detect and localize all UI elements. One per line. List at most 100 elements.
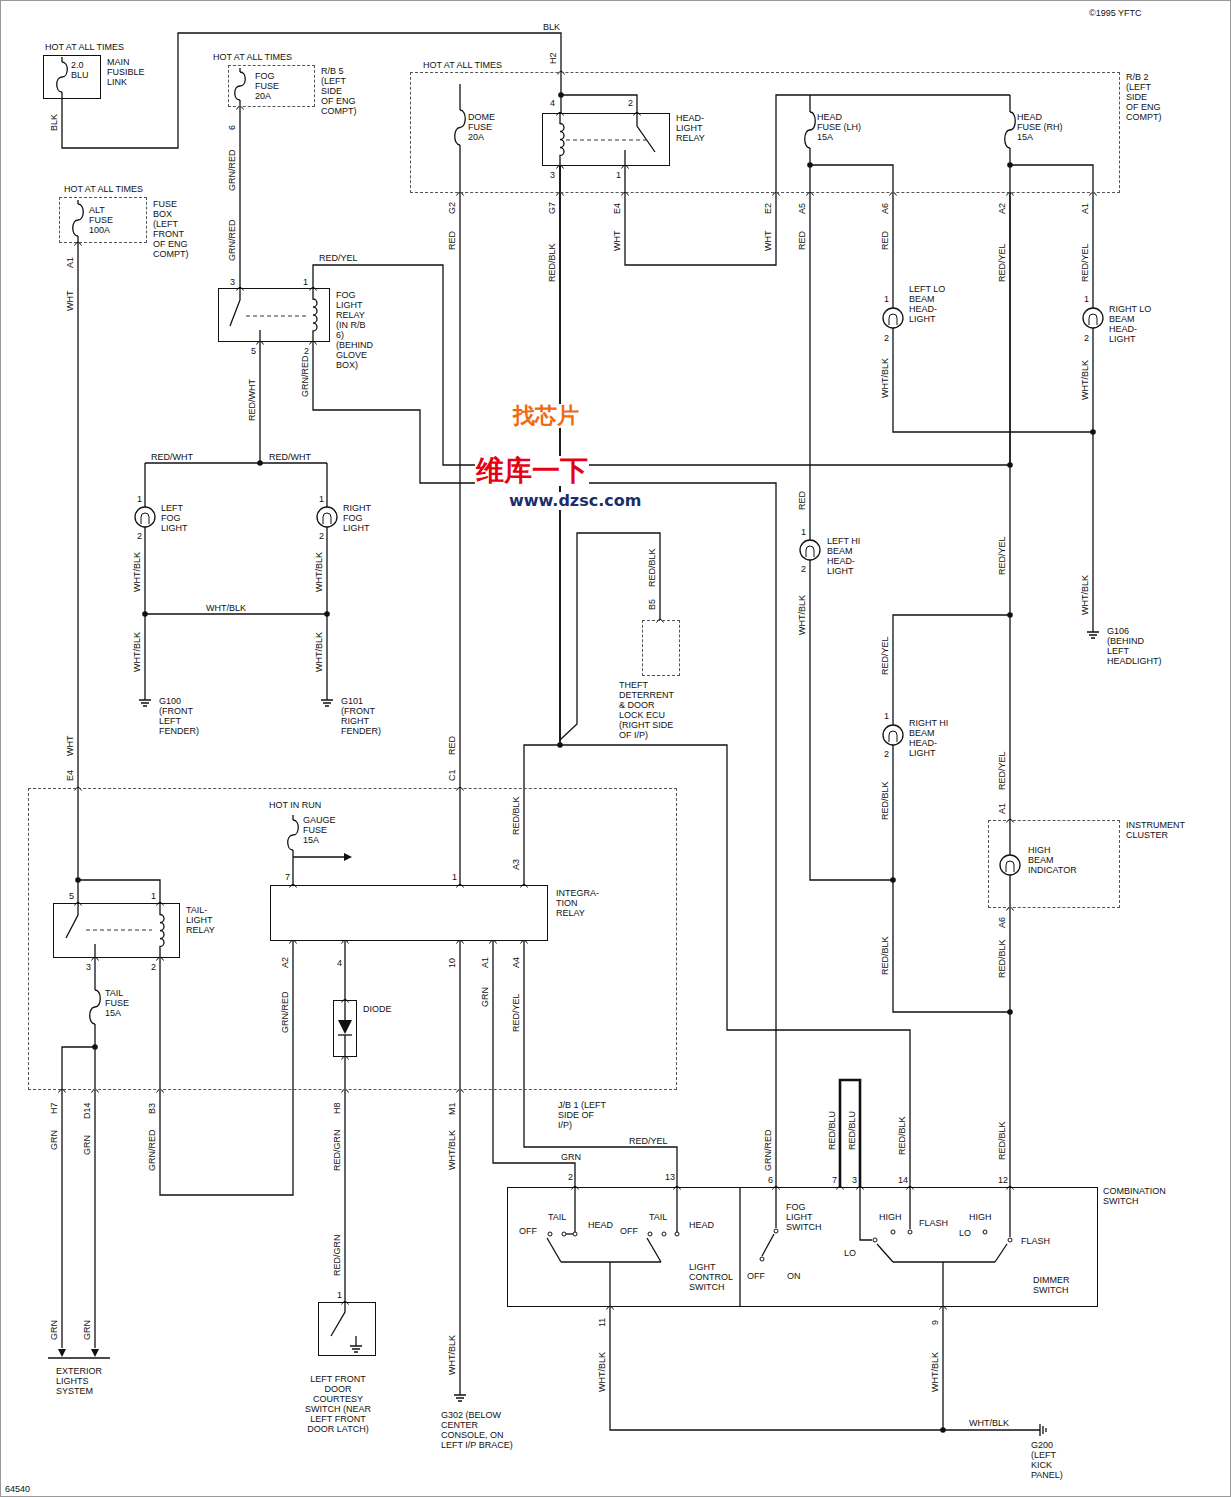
diagram-label: 5 [250,346,257,356]
wire-connector [313,193,1010,465]
diagram-label: A2 [997,201,1007,214]
node-label: LEFT FRONT DOOR COURTESY SWITCH (NEAR LE… [300,1374,376,1434]
diagram-label: RIGHT LO BEAM HEAD- LIGHT [1108,304,1155,344]
wire-line [610,1307,1040,1430]
diagram-label: HEAD FUSE (LH) 15A [816,112,868,142]
relay-box: FOG LIGHT RELAY (IN R/B 6) (BEHIND GLOVE… [218,288,330,342]
diagram-label: RED [797,229,807,250]
splice-dot [324,611,330,617]
node-label: FOG LIGHT RELAY (IN R/B 6) (BEHIND GLOVE… [335,290,374,370]
wire-connector [560,166,660,740]
diagram-label: WHT [65,734,75,757]
fuse-symbol [73,204,84,236]
lamp-bulb [800,540,820,560]
diagram-label: RED [447,734,457,755]
wire-line [810,165,893,308]
diagram-label: B5 [647,597,657,610]
diagram-label: LO [958,1228,972,1238]
diagram-label: C1 [447,768,457,782]
wire-line [775,1187,776,1228]
diagram-label: HIGH [968,1212,993,1222]
diagram-label: 2 [303,346,310,356]
node-label: HOT AT ALL TIMES [422,60,503,70]
control-unit: THEFT DETERRENT & DOOR LOCK ECU (RIGHT S… [642,620,680,676]
wire-line [331,1302,345,1336]
diagram-label: HEAD [688,1220,715,1230]
wire-line [344,1035,345,1057]
ground-symbol [139,700,151,706]
wire-line [230,288,240,326]
diagram-label: 2 [800,564,807,574]
relay-link [566,140,646,141]
arrow-symbol [338,1020,352,1034]
diagram-label: OFF [619,1226,639,1236]
relay-coil [313,288,317,342]
wire-connector [524,166,560,885]
wire-color: GRN [480,986,490,1008]
diagram-label: TAIL [648,1212,668,1222]
diagram-label: WHT/BLK [132,551,142,593]
splice-dot [890,877,896,883]
diagram-label: 4 [549,98,556,108]
node-label: INSTRUMENT CLUSTER [1125,820,1186,840]
diagram-label: RED/YEL [1080,242,1090,283]
diagram-label: RED/YEL [997,750,1007,791]
wire-line [459,145,460,193]
diagram-label: HOT IN RUN [268,800,322,810]
arrow-symbol [344,853,352,861]
diagram-label: RED [797,489,807,510]
diagram-label: HEAD [587,1220,614,1230]
wire-line [810,560,893,880]
wire-line [1009,1187,1010,1237]
switch-contact [774,1229,778,1233]
wire-line [344,1000,345,1020]
splice-dot [940,1427,946,1433]
wire-color: GRN/RED [300,354,310,398]
splice-dot [807,162,813,168]
diagram-label: 1 [302,277,309,287]
wire-line [144,463,145,507]
diagram-label: RIGHT FOG LIGHT [342,503,376,533]
wire-color: RED/YEL [318,253,359,263]
relay-box: HEAD- LIGHT RELAY [542,113,670,166]
diagram-label: 3 [851,1175,858,1185]
diagram-label: A3 [511,857,521,870]
diagram-label: WHT/BLK [447,1129,457,1171]
wire-line [293,856,344,857]
node-label: DIODE [362,1004,393,1014]
diagram-label: 2 [883,749,890,759]
wire-color: RED/YEL [997,242,1007,283]
diagram-label: LIGHT CONTROL SWITCH [688,1262,732,1292]
wire-color: RED [447,229,457,250]
wire-line [145,613,327,614]
diagram-label: 5 [68,891,75,901]
wire-line [893,615,1010,725]
diagram-label: 1 [150,891,157,901]
wire-color: GRN/RED [227,148,237,192]
diagram-label: RED/BLK [547,242,557,283]
switch-contact [1008,1238,1012,1242]
node-label: MAIN FUSIBLE LINK [106,57,146,87]
wire-line [62,1047,95,1348]
node-label: R/B 2 (LEFT SIDE OF ENG COMPT) [1125,72,1163,122]
relay-coil [160,903,164,958]
node-label: R/B 5 (LEFT SIDE OF ENG COMPT) [320,66,358,116]
diagram-label: 1 [883,711,890,721]
fusible-link: HOT AT ALL TIMES2.0 BLUMAIN FUSIBLE LINK [43,55,101,99]
diagram-label: 6 [767,1175,774,1185]
diagram-label: 4 [336,958,343,968]
diagram-label: RED/BLK [880,780,890,821]
wire-line [145,462,327,463]
diagram-label: OFF [518,1226,538,1236]
wire-connector [524,941,677,1187]
lamp-filament [141,513,149,524]
wire-line [942,1262,943,1307]
wire-line [338,1034,352,1035]
splice-dot [257,460,263,466]
diagram-label: GRN [82,1134,92,1156]
ground-symbol [454,1395,466,1401]
diagram-label: RED/GRN [332,1233,342,1277]
wire-connector [77,243,78,903]
lamp-filament [323,513,331,524]
fuse-symbol [805,112,816,148]
